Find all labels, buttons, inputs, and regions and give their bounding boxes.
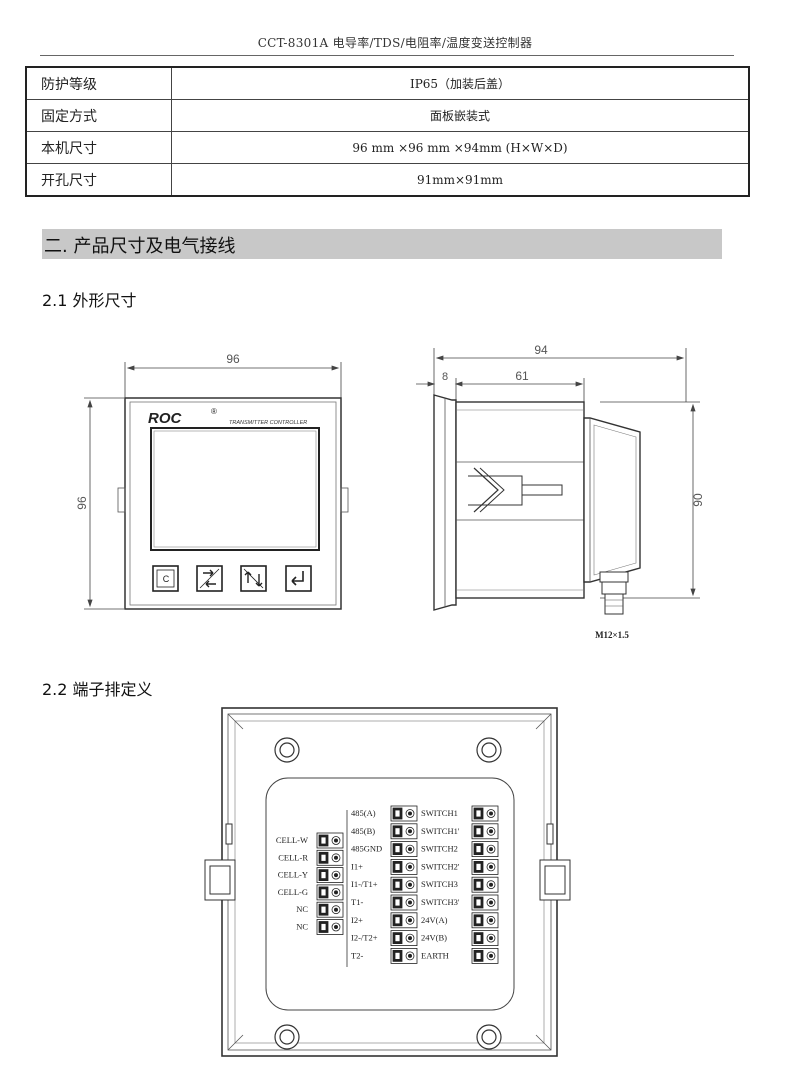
terminal-right bbox=[471, 912, 499, 929]
terminal-label-right: SWITCH2 bbox=[421, 844, 458, 854]
terminal-board-drawing: CELL-W CELL-R CELL-Y CELL-G NC NC 485(A) 485(B)… bbox=[204, 707, 571, 1057]
terminal-right bbox=[471, 841, 499, 857]
spec-value: 面板嵌装式 bbox=[171, 99, 750, 132]
registered-mark: ® bbox=[211, 407, 217, 416]
document-header: CCT-8301A 电导率/TDS/电阻率/温度变送控制器 bbox=[257, 36, 533, 50]
spec-value: 91mm×91mm bbox=[171, 163, 750, 197]
terminal-label-middle: 485(A) bbox=[351, 808, 376, 818]
terminal-middle bbox=[390, 805, 418, 822]
terminal-middle bbox=[390, 948, 418, 964]
terminal-label-right: 24V(B) bbox=[421, 933, 447, 943]
terminal-left bbox=[316, 901, 344, 918]
subsection-title-terminals: 2.2 端子排定义 bbox=[42, 680, 153, 699]
terminal-label-middle: I1+ bbox=[351, 861, 363, 871]
side-front-dim: 8 bbox=[442, 371, 448, 383]
terminal-label-left: CELL-R bbox=[278, 852, 308, 862]
spec-key: 开孔尺寸 bbox=[25, 163, 172, 197]
terminal-right bbox=[471, 859, 499, 875]
terminal-middle bbox=[390, 876, 418, 893]
terminal-label-left: CELL-Y bbox=[278, 870, 308, 880]
terminal-label-right: SWITCH3 bbox=[421, 879, 458, 889]
terminal-middle bbox=[390, 859, 418, 875]
spec-table: 防护等级 IP65（加装后盖） 固定方式 面板嵌装式 本机尺寸 96 mm ×9… bbox=[25, 66, 750, 197]
product-subtitle: TRANSMITTER CONTROLLER bbox=[229, 420, 307, 426]
terminal-label-right: SWITCH1 bbox=[421, 808, 458, 818]
spec-value: 96 mm ×96 mm ×94mm (H×W×D) bbox=[171, 131, 750, 164]
front-height-dim: 96 bbox=[75, 496, 89, 510]
terminal-middle bbox=[390, 930, 418, 946]
terminal-label-middle: I1-/T1+ bbox=[351, 879, 378, 889]
side-view-drawing: 94 8 61 90 M12×1.5 bbox=[416, 343, 705, 640]
terminal-label-middle: 485(B) bbox=[351, 826, 375, 836]
front-width-dim: 96 bbox=[226, 352, 240, 366]
terminal-label-right: EARTH bbox=[421, 950, 449, 960]
terminal-label-middle: 485GND bbox=[351, 844, 382, 854]
subsection-title-dimensions: 2.1 外形尺寸 bbox=[42, 291, 137, 310]
table-row: 固定方式 面板嵌装式 bbox=[25, 99, 750, 132]
terminal-left bbox=[316, 849, 344, 866]
terminal-left bbox=[316, 884, 344, 901]
terminal-left bbox=[316, 919, 344, 935]
side-total-dim: 94 bbox=[534, 343, 548, 357]
terminal-label-right: SWITCH1' bbox=[421, 826, 460, 836]
terminal-label-left: NC bbox=[296, 922, 308, 932]
enter-key-button[interactable] bbox=[285, 565, 312, 592]
terminal-right bbox=[471, 894, 499, 911]
terminal-label-middle: I2+ bbox=[351, 915, 363, 925]
front-view-drawing: 96 96 ROC ® TRANSMITTER CONTROLLER C bbox=[75, 352, 349, 610]
table-row: 开孔尺寸 91mm×91mm bbox=[25, 163, 750, 197]
up-down-key-button[interactable] bbox=[240, 565, 267, 592]
table-row: 防护等级 IP65（加装后盖） bbox=[25, 66, 750, 100]
terminal-right bbox=[471, 823, 499, 840]
section-heading: 二. 产品尺寸及电气接线 bbox=[42, 229, 722, 259]
terminal-label-left: CELL-G bbox=[278, 887, 308, 897]
side-height-dim: 90 bbox=[691, 493, 705, 507]
terminal-label-right: SWITCH3' bbox=[421, 897, 460, 907]
terminal-right bbox=[471, 805, 499, 822]
terminal-label-middle: T1- bbox=[351, 897, 363, 907]
terminal-right bbox=[471, 948, 499, 964]
terminal-middle bbox=[390, 912, 418, 929]
terminal-middle bbox=[390, 841, 418, 857]
key-c-label: C bbox=[163, 574, 170, 584]
spec-key: 固定方式 bbox=[25, 99, 172, 132]
terminal-middle bbox=[390, 894, 418, 911]
side-body-dim: 61 bbox=[515, 369, 529, 383]
terminal-right bbox=[471, 930, 499, 946]
gland-thread-label: M12×1.5 bbox=[595, 630, 629, 640]
terminal-left bbox=[316, 867, 344, 883]
terminal-label-left: CELL-W bbox=[276, 835, 308, 845]
terminal-label-middle: I2-/T2+ bbox=[351, 933, 378, 943]
spec-key: 本机尺寸 bbox=[25, 131, 172, 164]
header-divider bbox=[40, 55, 734, 56]
shift-key-button[interactable] bbox=[196, 565, 223, 592]
brand-logo: ROC bbox=[148, 410, 183, 427]
terminal-right bbox=[471, 876, 499, 893]
spec-value: IP65（加装后盖） bbox=[171, 66, 750, 100]
spec-key: 防护等级 bbox=[25, 66, 172, 100]
terminal-label-left: NC bbox=[296, 904, 308, 914]
table-row: 本机尺寸 96 mm ×96 mm ×94mm (H×W×D) bbox=[25, 131, 750, 164]
section-title: 二. 产品尺寸及电气接线 bbox=[44, 236, 236, 257]
terminal-label-middle: T2- bbox=[351, 950, 363, 960]
terminal-middle bbox=[390, 823, 418, 840]
terminal-label-right: SWITCH2' bbox=[421, 861, 460, 871]
terminal-label-right: 24V(A) bbox=[421, 915, 448, 925]
terminal-left bbox=[316, 832, 344, 849]
key-c-button[interactable] bbox=[152, 565, 179, 592]
